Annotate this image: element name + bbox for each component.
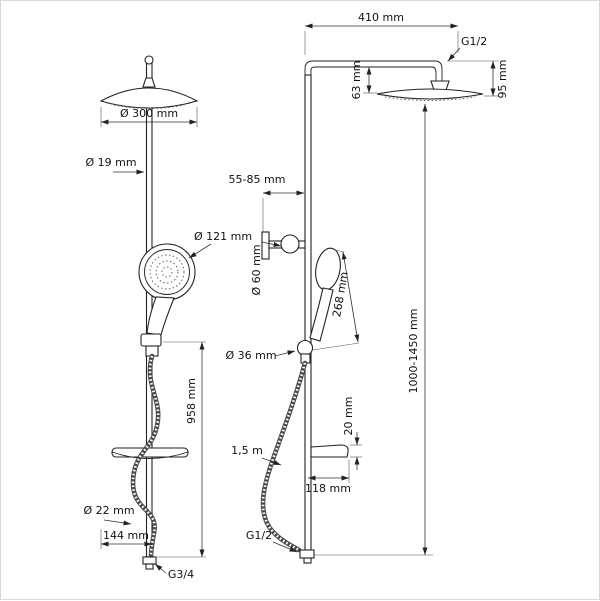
label-top-thread: G1/2 <box>461 35 487 48</box>
top-arm-inner <box>310 66 437 81</box>
handshower-holder-side <box>296 339 314 357</box>
rain-head-nozzles-2 <box>113 104 185 109</box>
label-column-height: 958 mm <box>185 378 198 424</box>
bottom-thread-stub-front <box>145 563 154 570</box>
shower-hose-side <box>260 360 308 553</box>
label-shelf-height: 20 mm <box>342 397 355 436</box>
top-arm-outer <box>304 60 443 81</box>
rain-head-side <box>376 88 484 100</box>
label-knob-diameter: Ø 60 mm <box>250 244 263 295</box>
label-handshower-diameter: Ø 121 mm <box>194 230 252 243</box>
label-arm-length: 410 mm <box>358 11 404 24</box>
label-shelf-depth: 118 mm <box>305 482 351 495</box>
pipe-top-knob <box>144 55 154 65</box>
label-holder-diameter: Ø 36 mm <box>225 349 276 362</box>
bottom-fitting-front <box>142 556 157 565</box>
label-head-diameter: Ø 300 mm <box>120 107 178 120</box>
shelf-lip-front <box>111 451 189 459</box>
dim-handshower-length <box>341 251 360 343</box>
leader-holder-diameter <box>274 350 296 357</box>
front-view <box>99 55 199 570</box>
rain-head-side-nozzles <box>384 96 476 101</box>
shower-hose-side-ribs <box>261 362 307 552</box>
label-total-height: 1000-1450 mm <box>407 309 420 394</box>
handshower-nozzle-ring-2 <box>155 260 179 284</box>
handshower-nozzle-ring-3 <box>161 266 173 278</box>
label-wall-distance: 55-85 mm <box>229 173 286 186</box>
label-head-height: 95 mm <box>496 60 509 99</box>
label-head-offset: 63 mm <box>350 61 363 100</box>
bottom-fitting-side <box>299 549 315 559</box>
handshower-holder-front <box>140 333 162 347</box>
leader-bottom-thread-front <box>154 563 167 574</box>
shower-hose-front-ribs <box>131 355 160 558</box>
shelf-front <box>111 447 189 458</box>
head-cone-fitting <box>142 77 156 88</box>
bottom-thread-stub-side <box>303 557 312 564</box>
riser-pipe-front <box>145 60 153 558</box>
side-view <box>260 60 484 564</box>
leader-hose-length <box>261 457 282 466</box>
label-base-width: 144 mm <box>103 529 149 542</box>
bracket-knob <box>280 234 300 254</box>
leader-bottom-thread-side <box>272 541 298 553</box>
shelf-side <box>310 444 349 458</box>
wall-plate <box>261 231 270 260</box>
rain-head-nozzles <box>106 102 192 109</box>
leader-hose-diameter <box>103 519 132 526</box>
handshower-handle-side <box>309 287 334 342</box>
label-hose-diameter: Ø 22 mm <box>83 504 134 517</box>
handshower-head-front <box>138 243 196 301</box>
leader-knob-diameter <box>261 241 282 247</box>
leader-top-thread <box>447 47 461 62</box>
label-pipe-diameter: Ø 19 mm <box>85 156 136 169</box>
front-view-dimensions: Ø 300 mm Ø 19 mm Ø 121 mm 958 mm Ø 22 mm… <box>83 107 252 581</box>
leader-handshower-diameter <box>188 243 212 259</box>
label-bottom-thread-front: G3/4 <box>168 568 194 581</box>
label-hose-length: 1,5 m <box>231 444 263 457</box>
handshower-rim <box>144 249 190 295</box>
label-bottom-thread-side: G1/2 <box>246 529 272 542</box>
side-view-dimensions: 410 mm G1/2 95 mm 63 mm 55-85 mm Ø 60 mm… <box>225 11 509 556</box>
handshower-nozzle-ring-1 <box>149 254 185 290</box>
